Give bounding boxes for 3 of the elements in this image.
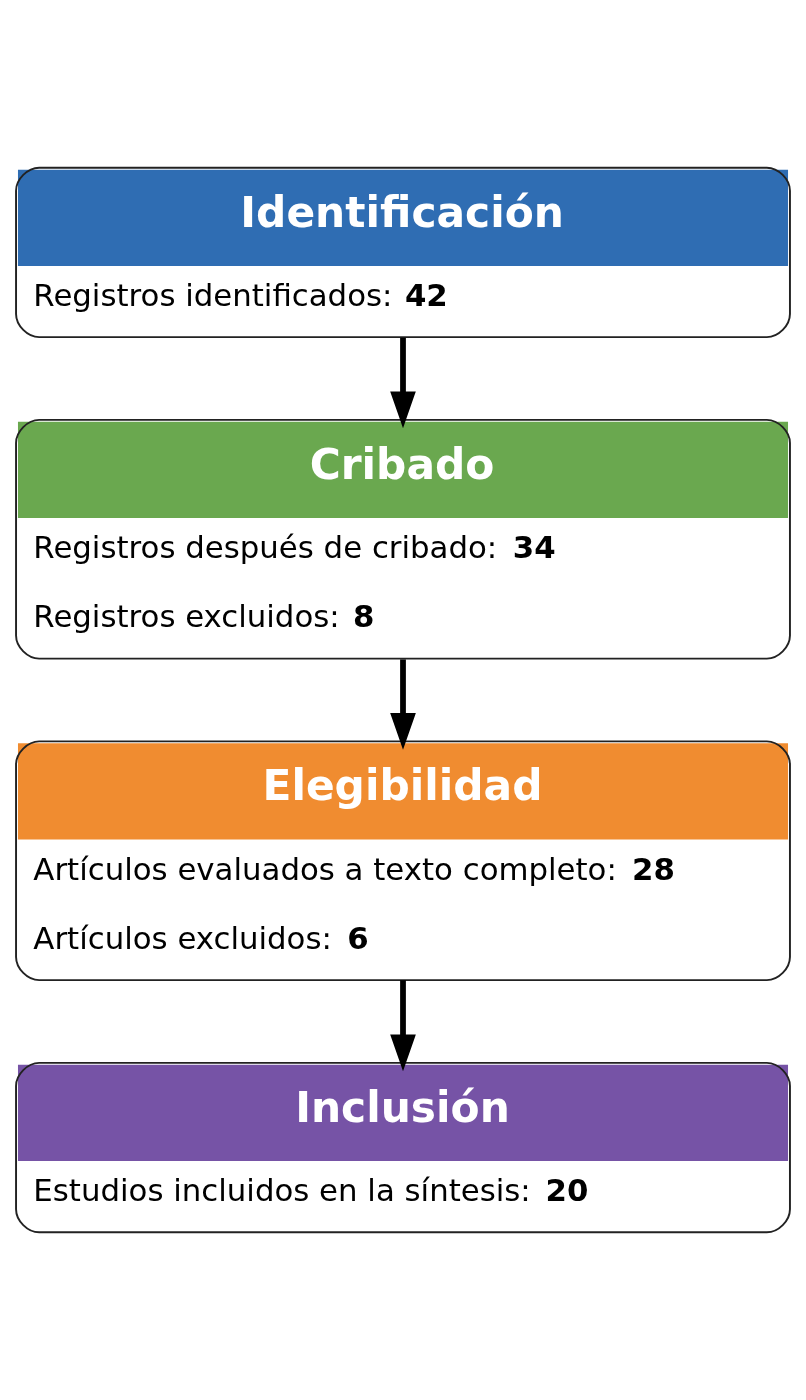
arrow [390, 980, 416, 1072]
arrow [390, 337, 416, 429]
arrow [390, 659, 416, 750]
